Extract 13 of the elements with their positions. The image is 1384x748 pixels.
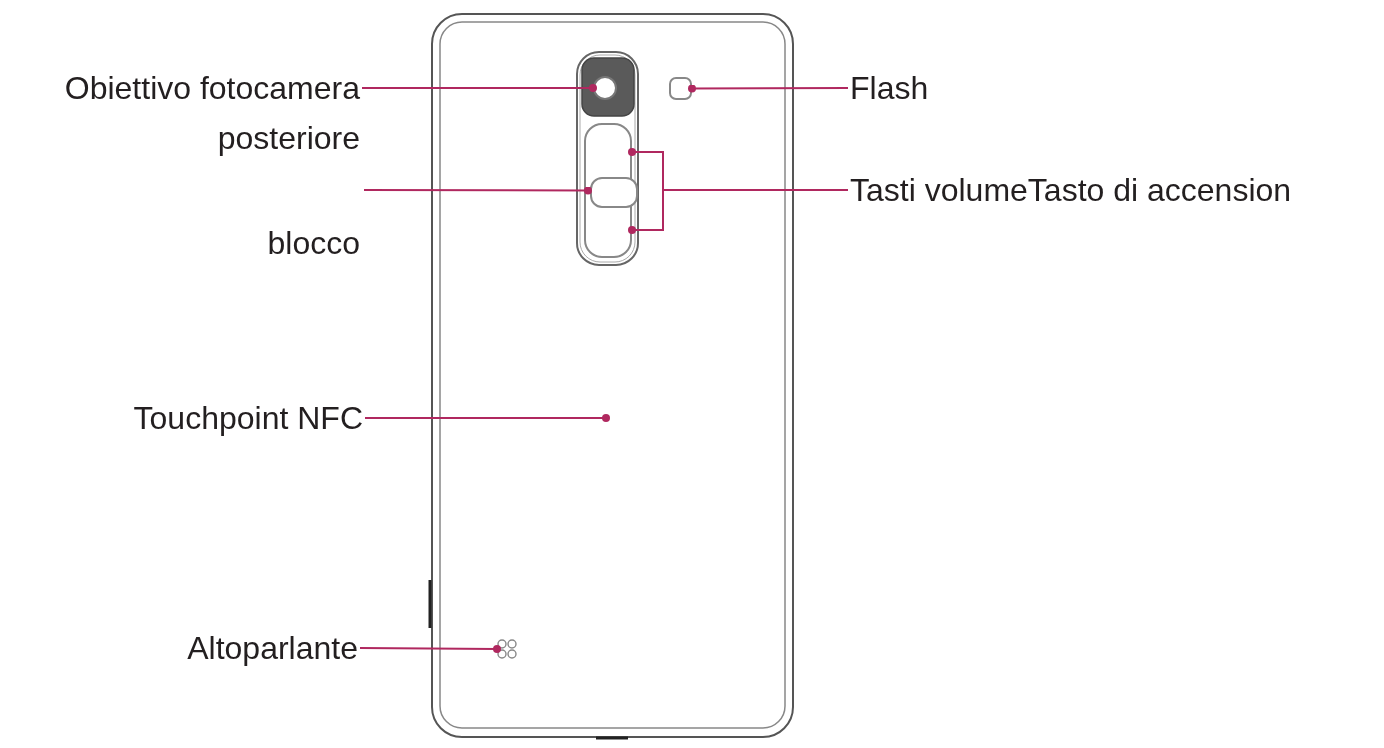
power-key [590, 177, 638, 208]
leader-line [688, 84, 849, 93]
leader-line [359, 645, 501, 653]
leader-line [364, 414, 610, 422]
callout-label: Obiettivo fotocamera posteriore [20, 63, 360, 163]
callout-label: Flash [850, 63, 1150, 113]
speaker-icon [497, 639, 517, 659]
callout-label: Tasti volumeTasto di accension [850, 165, 1380, 215]
callout-label: Altoparlante [20, 623, 358, 673]
leader-line [363, 186, 592, 195]
callout-label: Touchpoint NFC [20, 393, 363, 443]
callout-label: blocco [266, 224, 360, 263]
leader-line [361, 84, 597, 92]
